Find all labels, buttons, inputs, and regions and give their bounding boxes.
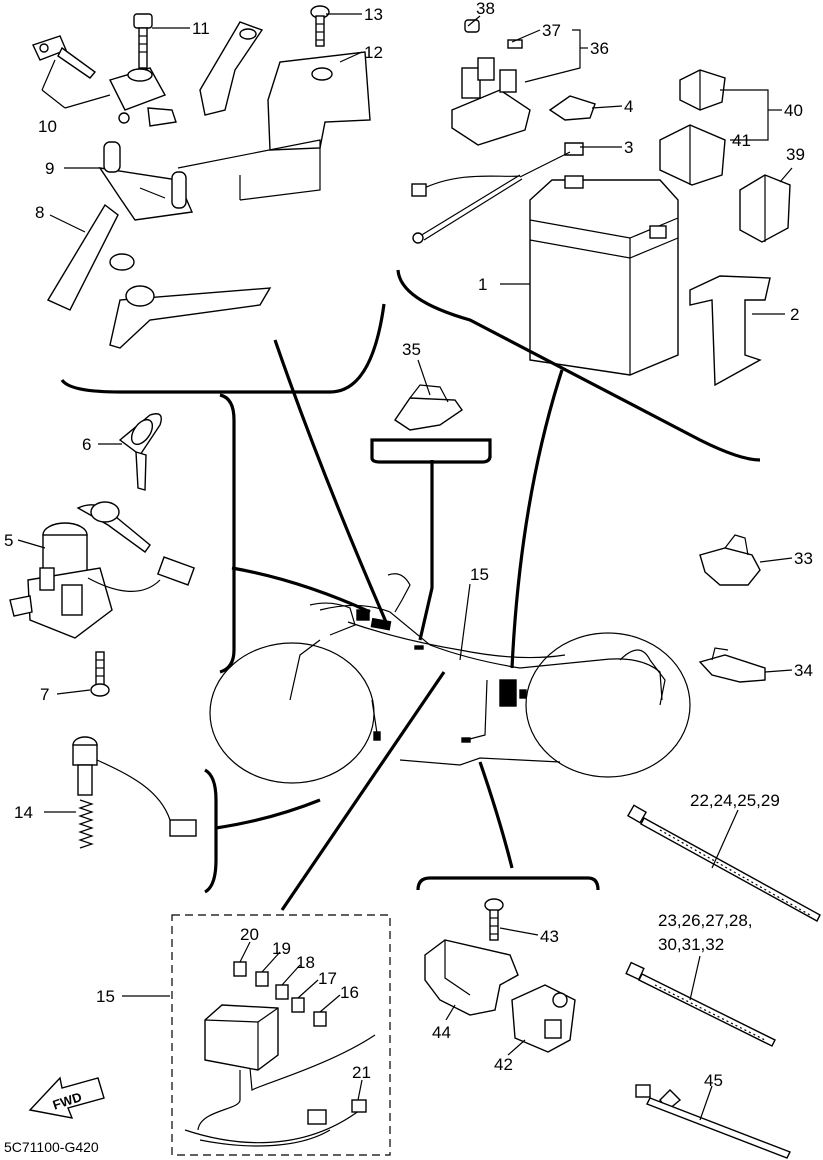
fuse-box-inset [171,914,391,1156]
part-neutral-switch [72,736,197,849]
fuse-set [233,961,327,1027]
callout-17: 17 [318,969,337,988]
callout-14: 14 [14,803,33,822]
callout-6: 6 [82,435,91,454]
part-battery-cable [411,142,584,244]
part-cover-8 [46,203,272,349]
callout-labels: 1 2 3 4 5 6 7 8 9 10 11 12 13 14 15 15 1… [4,0,813,1090]
callout-16: 16 [340,983,359,1002]
callout-43: 43 [540,927,559,946]
part-relay-39 [739,174,791,243]
part-clip-34 [698,647,766,683]
callout-19: 19 [272,939,291,958]
callout-34: 34 [794,661,813,680]
fwd-arrow [28,1076,105,1119]
callout-44: 44 [432,1023,451,1042]
callout-18: 18 [296,953,315,972]
callout-12: 12 [364,43,383,62]
part-cover-44 [424,939,519,1016]
callout-38: 38 [476,0,495,18]
callout-40: 40 [784,101,803,120]
part-relay-42 [511,984,576,1053]
part-clip-35 [394,384,463,431]
diagram-code: 5C71100-G420 [4,1139,99,1155]
callout-23a: 23,26,27,28, [658,911,753,930]
callout-35: 35 [402,340,421,359]
callout-15-top: 15 [470,565,489,584]
part-fuse-box [184,1004,376,1147]
callout-39: 39 [786,145,805,164]
callout-22: 22,24,25,29 [690,791,780,810]
part-bolt-43 [484,898,504,941]
leader-lines [17,13,793,1121]
part-screw-13 [310,5,330,47]
callout-37: 37 [542,21,561,40]
part-screw-7 [90,651,110,697]
callout-11: 11 [192,19,210,38]
part-clip-33 [699,534,761,586]
part-cable-tie-45 [635,1084,791,1159]
part-cover-12 [199,21,371,151]
part-terminal-cover [548,95,596,121]
callout-10: 10 [38,117,57,136]
part-starter-relay [451,19,531,146]
part-relay-41 [659,124,726,186]
callout-9: 9 [45,159,54,178]
callout-1: 1 [478,275,487,294]
part-main-switch [9,501,196,639]
battery-group [411,19,791,387]
callout-15-box: 15 [96,987,115,1006]
callout-21: 21 [352,1063,371,1082]
callout-3: 3 [624,138,633,157]
callout-2: 2 [790,305,799,324]
callout-42: 42 [494,1055,513,1074]
callout-23b: 30,31,32 [658,935,724,954]
part-battery [529,175,679,376]
part-bolt-11 [133,13,153,69]
part-key-blank [32,35,97,79]
callout-33: 33 [794,549,813,568]
callout-5: 5 [4,531,13,550]
callout-41: 41 [732,131,751,150]
callout-36: 36 [590,39,609,58]
handle-crown-group [32,5,371,349]
part-cable-tie-23 [625,961,776,1047]
callout-4: 4 [624,97,633,116]
part-battery-band [689,275,771,387]
callout-20: 20 [240,925,259,944]
part-key-6 [118,413,162,491]
callout-13: 13 [364,5,383,24]
part-seat-lock [109,67,177,127]
part-bracket-9 [98,141,194,221]
callout-45: 45 [704,1071,723,1090]
part-cable-tie-22 [626,804,821,922]
motorcycle-outline [209,573,691,784]
part-relay-40 [679,69,726,111]
callout-7: 7 [40,685,49,704]
callout-8: 8 [35,203,44,222]
